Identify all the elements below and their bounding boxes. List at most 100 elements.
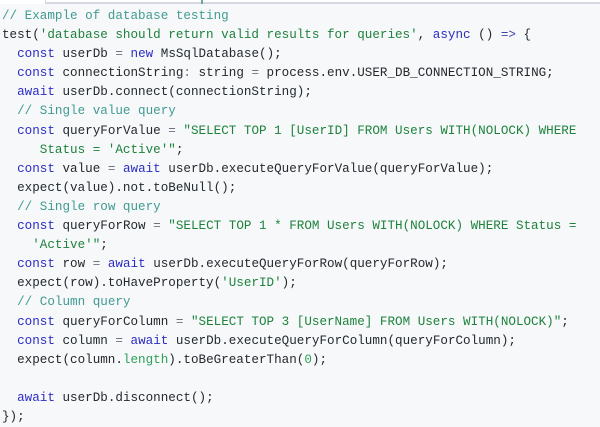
code-line <box>2 370 598 389</box>
code-token-df: test( <box>2 28 40 43</box>
code-line: expect(column.length).toBeGreaterThan(0)… <box>2 351 598 370</box>
code-token-df: string <box>190 66 252 81</box>
code-token-df: , <box>417 28 433 43</box>
code-token-op: = <box>115 333 123 348</box>
code-token-df <box>2 124 17 138</box>
code-token-st: "SELECT TOP 1 * FROM Users WITH(NOLOCK) … <box>168 219 577 234</box>
code-token-df: ; <box>561 314 569 329</box>
code-line: test('database should return valid resul… <box>2 26 598 45</box>
code-line: 'Active'"; <box>2 236 598 255</box>
code-token-df: value <box>54 161 108 176</box>
code-line: }); <box>2 408 598 427</box>
code-token-op: = <box>175 314 184 329</box>
code-token-df <box>2 315 17 329</box>
code-token-kw: await <box>107 257 146 272</box>
code-token-kw: const <box>17 47 55 62</box>
code-token-kw: const <box>17 257 55 272</box>
code-token-df: ).toBeGreaterThan( <box>168 352 305 367</box>
code-token-df <box>2 85 17 99</box>
tab-gap-tick <box>45 0 46 4</box>
code-token-st: "SELECT TOP 3 [UserName] FROM Users WITH… <box>190 314 562 329</box>
code-token-df: column <box>54 333 116 348</box>
code-token-df: userDb.executeQueryForRow(queryForRow); <box>145 257 448 272</box>
code-line: const column = await userDb.executeQuery… <box>2 332 598 351</box>
code-token-df <box>2 104 17 118</box>
code-token-df <box>2 162 17 176</box>
code-token-op: = <box>115 47 123 62</box>
code-token-st: Status = 'Active'" <box>2 142 176 157</box>
code-token-st: 'Active'" <box>2 238 101 253</box>
code-token-pr: length <box>122 352 169 367</box>
code-block: // Example of database testing test('data… <box>0 4 600 427</box>
code-token-nu: 0 <box>304 352 312 367</box>
code-token-df: queryForValue <box>54 123 169 138</box>
code-token-df <box>2 257 17 271</box>
code-token-df: { <box>515 28 532 43</box>
code-token-df <box>2 66 17 80</box>
code-line: expect(row).toHaveProperty('UserID'); <box>2 274 598 293</box>
code-token-op: = <box>168 123 176 138</box>
code-token-kw: const <box>17 123 55 138</box>
code-token-df: userDb.disconnect(); <box>54 390 214 405</box>
code-token-kw: const <box>17 66 55 81</box>
code-line: const connectionString: string = process… <box>2 64 598 83</box>
code-token-kw: await <box>122 161 161 176</box>
code-token-op: = <box>153 219 161 234</box>
code-token-df <box>123 334 131 348</box>
code-token-kw: await <box>17 390 55 405</box>
code-line: const queryForRow = "SELECT TOP 1 * FROM… <box>2 217 598 236</box>
code-token-df <box>2 200 17 214</box>
code-token-df <box>100 257 108 271</box>
code-token-df: ; <box>175 142 184 157</box>
code-token-df: }); <box>2 409 25 424</box>
code-line: const userDb = new MsSqlDatabase(); <box>2 45 598 64</box>
code-token-df <box>123 47 131 61</box>
code-line: Status = 'Active'"; <box>2 141 598 160</box>
code-token-op: : <box>183 66 191 81</box>
code-token-df: userDb <box>54 47 116 62</box>
code-line: const queryForColumn = "SELECT TOP 3 [Us… <box>2 313 598 332</box>
code-token-ar: => <box>500 28 516 43</box>
code-line: expect(value).not.toBeNull(); <box>2 179 598 198</box>
code-token-cm: // Single value query <box>17 104 176 119</box>
code-token-df: connectionString <box>54 66 184 81</box>
code-line: // Column query <box>2 293 598 312</box>
code-token-kw: await <box>17 85 55 100</box>
code-token-df: row <box>54 257 93 272</box>
code-token-op: = <box>251 66 259 81</box>
code-token-cm: // Example of database testing <box>2 9 229 23</box>
code-token-op: = <box>107 161 116 176</box>
code-token-df <box>115 162 123 176</box>
code-token-kw: const <box>17 161 55 176</box>
code-token-cm: // Column query <box>17 295 131 310</box>
cropped-content-tick <box>201 0 203 4</box>
top-strip <box>0 0 600 4</box>
code-token-st: "SELECT TOP 1 [UserID] FROM Users WITH(N… <box>183 123 577 138</box>
code-token-kw: new <box>130 47 154 62</box>
code-token-kw: const <box>17 219 55 234</box>
code-token-kw: const <box>17 333 55 348</box>
code-token-kw: const <box>17 314 55 329</box>
code-token-cm: // Single row query <box>17 199 161 214</box>
code-line: // Single value query <box>2 102 598 121</box>
code-line: await userDb.connect(connectionString); <box>2 83 598 102</box>
code-token-df: queryForRow <box>54 219 154 234</box>
code-token-df <box>2 47 17 61</box>
code-line: const queryForValue = "SELECT TOP 1 [Use… <box>2 122 598 141</box>
code-token-df: () <box>470 28 501 43</box>
code-token-df <box>2 391 17 405</box>
code-token-df: userDb.executeQueryForValue(queryForValu… <box>160 161 494 176</box>
code-token-df: ); <box>311 352 328 367</box>
code-line: const value = await userDb.executeQueryF… <box>2 160 598 179</box>
code-token-st: 'database should return valid results fo… <box>39 28 418 43</box>
code-token-df: expect(row).toHaveProperty( <box>2 276 222 291</box>
code-token-kw: await <box>130 333 169 348</box>
tab-divider-line <box>46 2 600 4</box>
code-line: await userDb.disconnect(); <box>2 389 598 408</box>
code-token-df <box>183 315 191 329</box>
code-token-df: ); <box>281 276 297 291</box>
code-token-df: ; <box>100 238 108 253</box>
code-token-df: expect(column. <box>2 352 123 367</box>
code-token-kw: async <box>432 28 471 43</box>
code-token-df <box>2 219 17 233</box>
